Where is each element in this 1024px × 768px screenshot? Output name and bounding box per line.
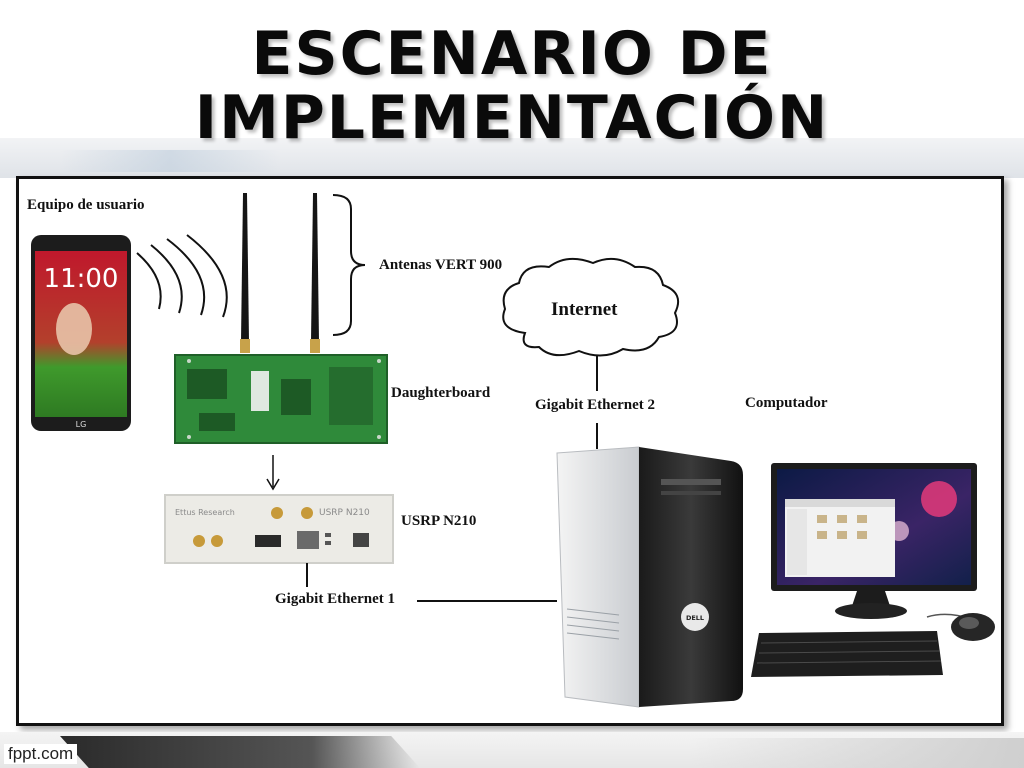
phone-brand: LG <box>76 420 87 429</box>
footer-dark-accent <box>60 736 420 768</box>
background-accent <box>60 150 280 172</box>
title-line-2: IMPLEMENTACIÓN <box>194 83 830 153</box>
diagram-canvas: 11:00 LG <box>31 193 995 708</box>
tower-brand: DELL <box>686 614 704 622</box>
computer-label: Computador <box>745 395 828 411</box>
gige1-label: Gigabit Ethernet 1 <box>275 591 395 607</box>
smartphone-icon: 11:00 LG <box>31 235 131 431</box>
monitor-icon <box>771 463 977 619</box>
antenna-icon <box>240 193 250 353</box>
antenna-icon <box>310 193 320 353</box>
phone-clock: 11:00 <box>44 264 119 294</box>
usrp-brand: Ettus Research <box>175 508 235 517</box>
antennas-label: Antenas VERT 900 <box>379 257 503 273</box>
wireless-signal-icon <box>136 234 228 318</box>
gige2-label: Gigabit Ethernet 2 <box>535 397 655 413</box>
antennas-brace <box>332 194 366 336</box>
usrp-label: USRP N210 <box>401 513 477 529</box>
daughterboard-pcb <box>174 354 388 444</box>
internet-cloud-icon <box>502 257 679 357</box>
footer-light-accent <box>690 738 1024 768</box>
daughterboard-label: Daughterboard <box>391 385 491 401</box>
slide-title: ESCENARIO DE IMPLEMENTACIÓN <box>0 22 1024 150</box>
keyboard-icon <box>751 631 943 677</box>
diagram-frame: 11:00 LG <box>16 176 1004 726</box>
arrow-down-icon <box>266 455 280 491</box>
usrp-model: USRP N210 <box>319 508 370 518</box>
mouse-icon <box>926 613 995 641</box>
user-device-label: Equipo de usuario <box>27 197 145 213</box>
watermark-text: fppt.com <box>4 744 78 764</box>
internet-label: Internet <box>551 299 618 320</box>
usrp-device: Ettus Research USRP N210 <box>164 494 394 564</box>
pc-tower-icon: DELL <box>556 446 743 708</box>
title-line-1: ESCENARIO DE <box>251 19 773 89</box>
